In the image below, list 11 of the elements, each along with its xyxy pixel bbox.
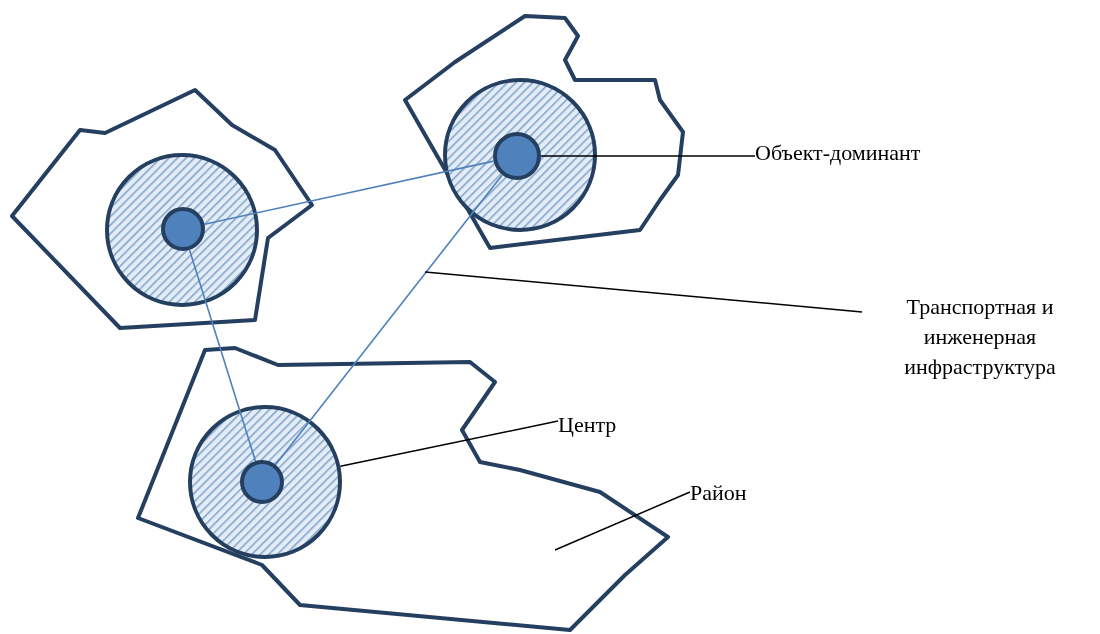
district-outline	[402, 13, 686, 251]
leader-line	[339, 420, 559, 468]
leader-line	[424, 271, 863, 313]
hatched-zone-circle	[105, 153, 259, 307]
hatched-zone-circle	[188, 405, 342, 559]
hatched-zone-circle	[443, 78, 597, 232]
leader-line	[554, 491, 691, 551]
district-outline	[9, 87, 315, 331]
infrastructure-line	[274, 174, 503, 466]
leader-line	[540, 155, 756, 157]
district-outline	[135, 345, 671, 633]
